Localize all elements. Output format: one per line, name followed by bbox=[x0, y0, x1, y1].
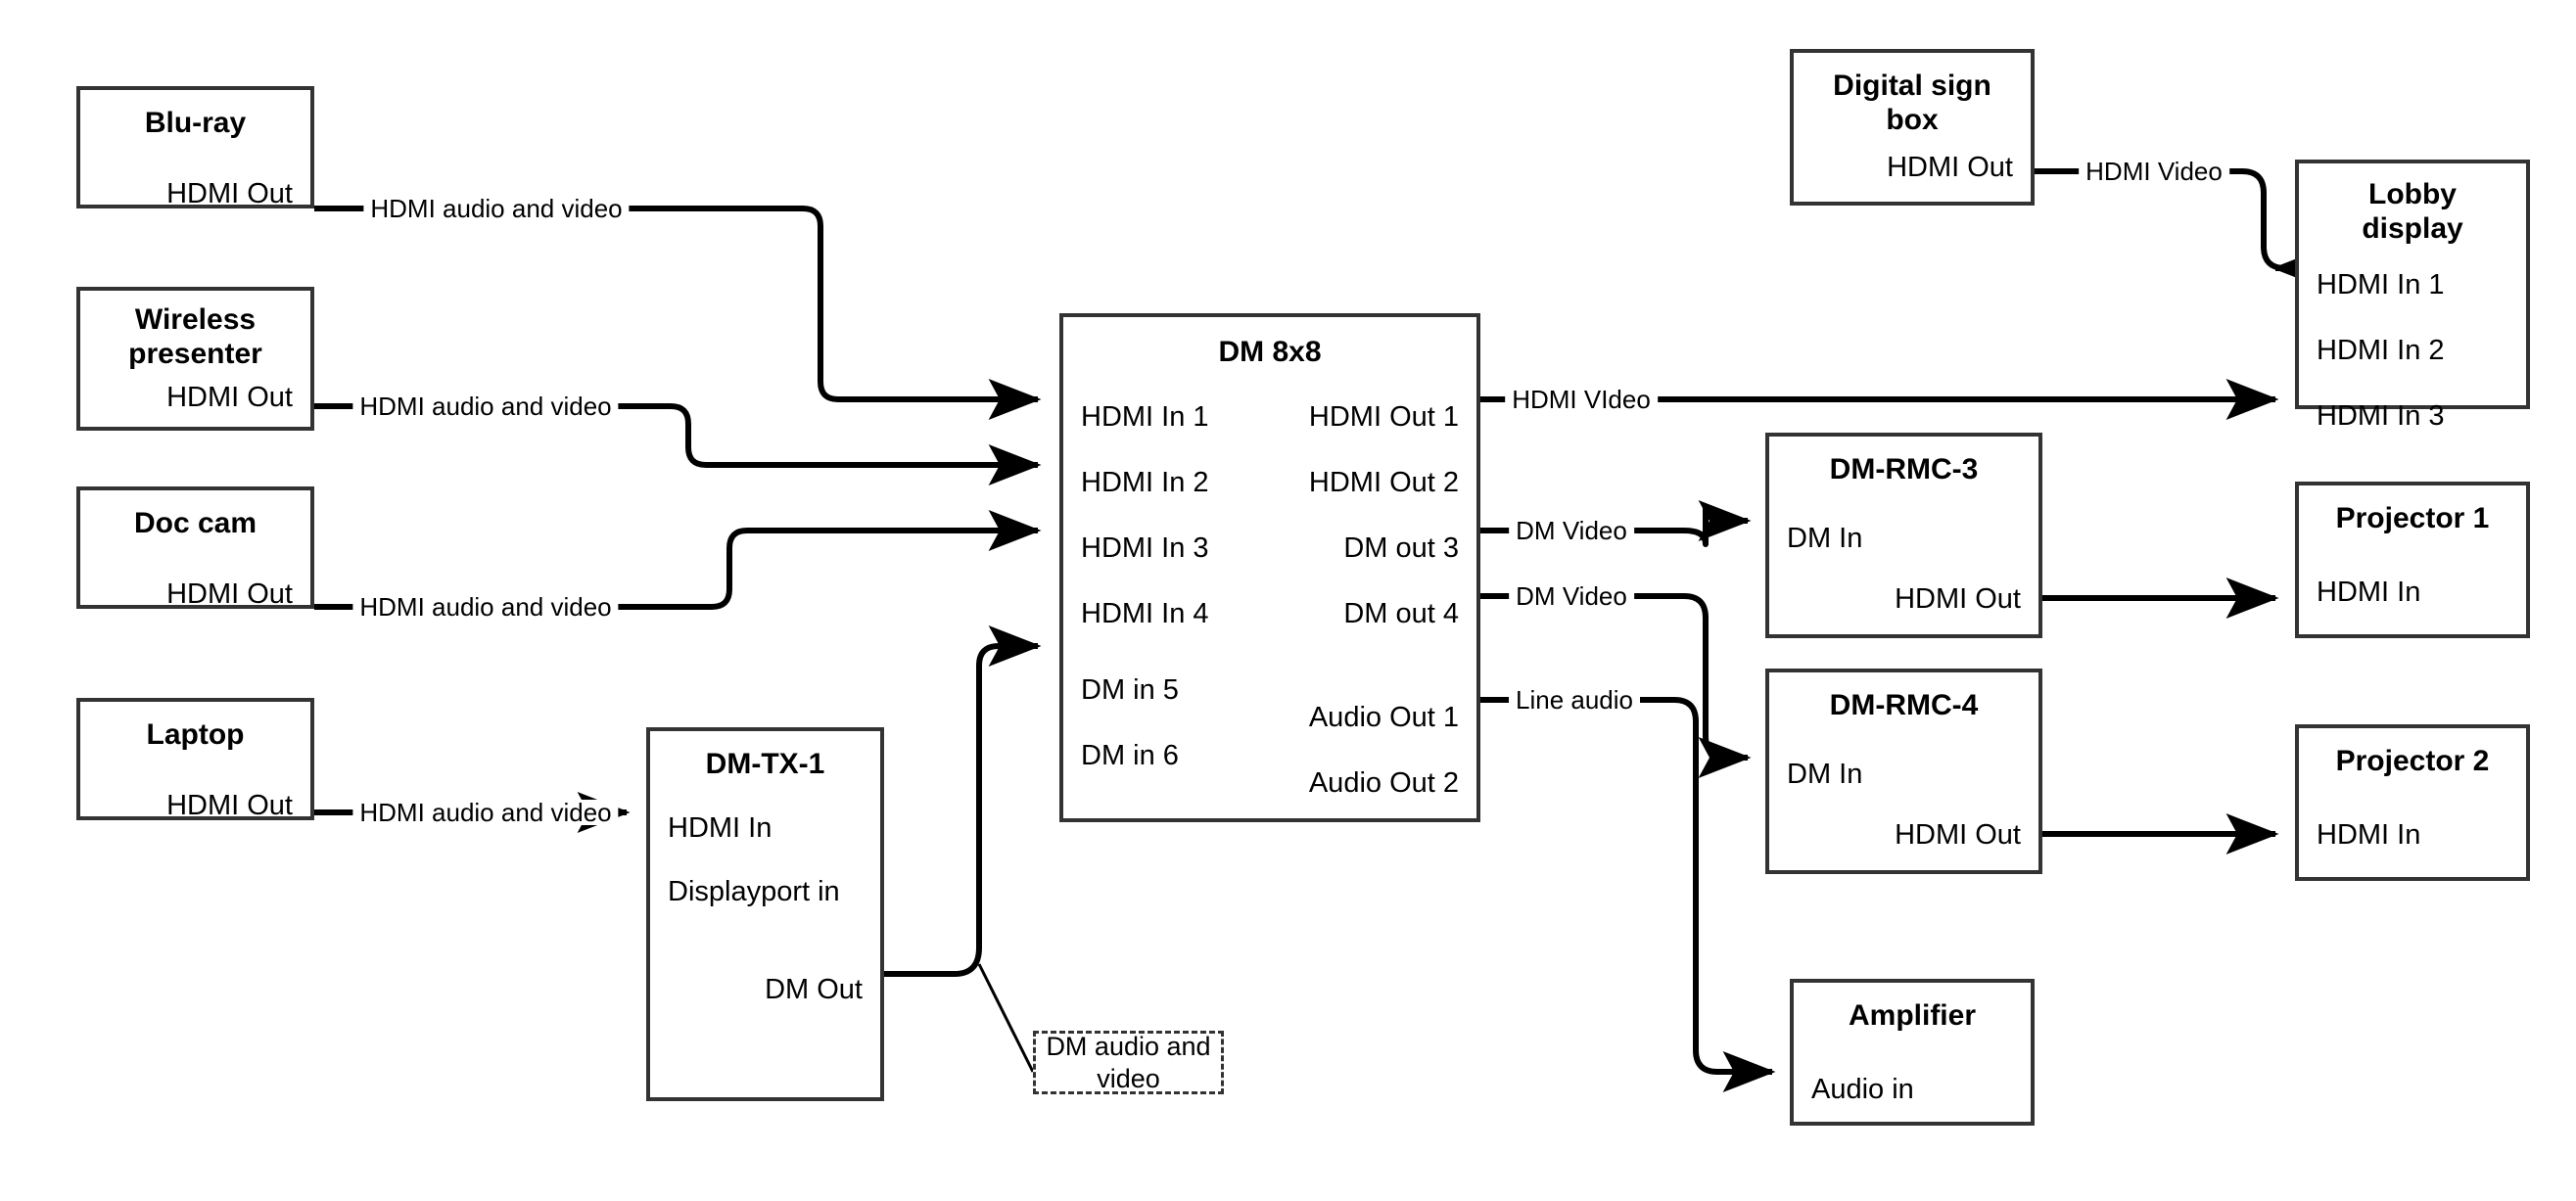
laptop-title: Laptop bbox=[146, 718, 245, 751]
port-sign-hdmi-out[interactable]: HDMI Out bbox=[1887, 152, 2013, 183]
edge-label-c-out3-rmc3: DM Video bbox=[1509, 518, 1634, 543]
port-lobby-in3[interactable]: HDMI In 3 bbox=[2317, 400, 2445, 432]
digital-sign-box-title: Digital sign box bbox=[1833, 69, 1991, 137]
port-rmc3-hdmi-out[interactable]: HDMI Out bbox=[1895, 583, 2021, 615]
dm-audio-and-video-callout: DM audio and video bbox=[1033, 1031, 1224, 1094]
port-in1[interactable]: HDMI In 1 bbox=[1081, 401, 1209, 433]
port-wireless-hdmi-out[interactable]: HDMI Out bbox=[166, 382, 293, 413]
dm-rmc-4-receiver[interactable]: DM-RMC-4 DM In HDMI Out bbox=[1765, 669, 2042, 874]
edge-label-c-bluray-in1: HDMI audio and video bbox=[363, 196, 630, 221]
port-in3[interactable]: HDMI In 3 bbox=[1081, 532, 1209, 564]
wireless-presenter-title: Wireless presenter bbox=[128, 303, 262, 371]
edge-label-c-aout1-amp: Line audio bbox=[1509, 687, 1640, 713]
dm-rmc-3-receiver[interactable]: DM-RMC-3 DM In HDMI Out bbox=[1765, 433, 2042, 638]
dm-tx-1-transmitter-title: DM-TX-1 bbox=[705, 748, 825, 780]
lobby-display-title: Lobby display bbox=[2362, 178, 2463, 246]
port-tx-dm-out[interactable]: DM Out bbox=[765, 974, 863, 1005]
port-in4[interactable]: HDMI In 4 bbox=[1081, 598, 1209, 629]
port-lobby-in2[interactable]: HDMI In 2 bbox=[2317, 335, 2445, 366]
projector-2[interactable]: Projector 2 HDMI In bbox=[2295, 724, 2530, 881]
dm-8x8-switcher-title: DM 8x8 bbox=[1218, 336, 1322, 368]
port-amp-audio-in[interactable]: Audio in bbox=[1811, 1074, 1914, 1105]
wire-dm8x8-audio-out-1-to-amplifier bbox=[1480, 697, 1776, 1092]
port-laptop-hdmi-out[interactable]: HDMI Out bbox=[166, 790, 293, 821]
port-proj1-hdmi-in[interactable]: HDMI In bbox=[2317, 577, 2421, 608]
port-in6[interactable]: DM in 6 bbox=[1081, 740, 1179, 771]
edge-label-c-laptop-tx: HDMI audio and video bbox=[352, 800, 619, 825]
port-rmc3-dm-in[interactable]: DM In bbox=[1787, 523, 1863, 554]
wire-dm-tx-1-to-dm8x8-dm-in-5 bbox=[884, 625, 1042, 977]
port-in5[interactable]: DM in 5 bbox=[1081, 674, 1179, 706]
port-tx-displayport-in[interactable]: Displayport in bbox=[668, 876, 840, 907]
edge-label-c-out4-rmc4: DM Video bbox=[1509, 583, 1634, 609]
projector-2-title: Projector 2 bbox=[2335, 745, 2490, 777]
port-in2[interactable]: HDMI In 2 bbox=[1081, 467, 1209, 498]
projector-1-title: Projector 1 bbox=[2335, 502, 2490, 534]
edge-label-c-out1-lobby3: HDMI VIdeo bbox=[1505, 387, 1658, 412]
edge-label-c-wireless-in2: HDMI audio and video bbox=[352, 393, 619, 419]
port-proj2-hdmi-in[interactable]: HDMI In bbox=[2317, 819, 2421, 851]
edge-label-c-doccam-in3: HDMI audio and video bbox=[352, 594, 619, 620]
port-lobby-in1[interactable]: HDMI In 1 bbox=[2317, 269, 2445, 300]
port-rmc4-hdmi-out[interactable]: HDMI Out bbox=[1895, 819, 2021, 851]
blu-ray-player-title: Blu-ray bbox=[144, 107, 247, 139]
port-bluray-hdmi-out[interactable]: HDMI Out bbox=[166, 178, 293, 209]
port-aout2[interactable]: Audio Out 2 bbox=[1308, 767, 1459, 799]
projector-1[interactable]: Projector 1 HDMI In bbox=[2295, 482, 2530, 638]
amplifier-title: Amplifier bbox=[1848, 999, 1977, 1032]
leader-line-dm-audio-video-callout bbox=[977, 963, 1035, 1073]
dm-rmc-3-receiver-title: DM-RMC-3 bbox=[1829, 453, 1979, 485]
wire-dm8x8-dm-out-4-to-dm-rmc-4 bbox=[1480, 593, 1752, 778]
port-out4[interactable]: DM out 4 bbox=[1343, 598, 1459, 629]
edge-label-c-sign-lobby1: HDMI Video bbox=[2079, 159, 2229, 184]
port-doccam-hdmi-out[interactable]: HDMI Out bbox=[166, 578, 293, 610]
port-aout1[interactable]: Audio Out 1 bbox=[1308, 702, 1459, 733]
port-out1[interactable]: HDMI Out 1 bbox=[1308, 401, 1459, 433]
document-camera-title: Doc cam bbox=[133, 507, 258, 539]
port-rmc4-dm-in[interactable]: DM In bbox=[1787, 759, 1863, 790]
port-tx-hdmi-in[interactable]: HDMI In bbox=[668, 812, 773, 844]
dm-rmc-4-receiver-title: DM-RMC-4 bbox=[1829, 689, 1979, 721]
port-out3[interactable]: DM out 3 bbox=[1343, 532, 1459, 564]
port-out2[interactable]: HDMI Out 2 bbox=[1308, 467, 1459, 498]
wire-bluray-to-dm8x8-in1 bbox=[314, 206, 1042, 420]
